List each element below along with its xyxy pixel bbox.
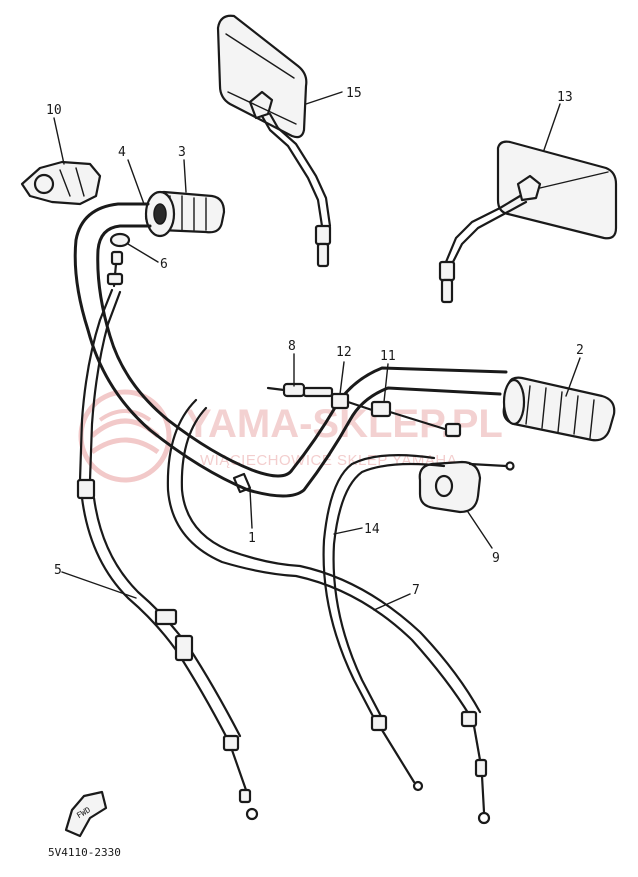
part-7-cable [166,398,491,825]
part-9-throttle-housing [418,460,515,514]
leader-9 [467,511,493,549]
callout-9: 9 [492,551,500,566]
fwd-arrow-icon: FWD [64,790,108,838]
callout-12: 12 [336,345,352,360]
diagram-code: 5V4110-2330 [48,846,121,859]
leader-10 [53,117,65,165]
callout-13: 13 [557,90,573,105]
leader-13 [543,103,561,151]
leader-2 [565,357,581,397]
part-4-grip-end [144,190,176,238]
callout-15: 15 [346,86,362,101]
leader-4 [127,159,145,205]
part-14-cable [322,454,446,792]
part-11-bolt [370,400,462,438]
callout-6: 6 [160,257,168,272]
part-8-cable-end [266,382,334,398]
leader-5 [61,571,137,599]
callout-5: 5 [54,563,62,578]
leader-6 [127,243,159,263]
leader-14 [333,527,363,535]
part-5-clutch-cable [76,288,259,821]
callout-4: 4 [118,145,126,160]
part-13-right-mirror [438,140,618,304]
part-15-left-mirror [216,14,332,268]
leader-11 [383,363,389,403]
callout-1: 1 [248,531,256,546]
callout-7: 7 [412,583,420,598]
leader-3 [183,159,187,193]
leader-15 [305,91,343,105]
callout-2: 2 [576,343,584,358]
leader-7 [373,593,411,611]
callout-11: 11 [380,349,396,364]
callout-3: 3 [178,145,186,160]
callout-8: 8 [288,339,296,354]
part-6-bolt [106,232,131,288]
callout-10: 10 [46,103,62,118]
leader-12 [339,361,345,395]
part-2-right-grip [502,376,616,442]
part-1-handlebar [73,202,508,498]
callout-14: 14 [364,522,380,537]
leader-1 [249,489,253,529]
part-10-lever-holder [20,160,102,206]
